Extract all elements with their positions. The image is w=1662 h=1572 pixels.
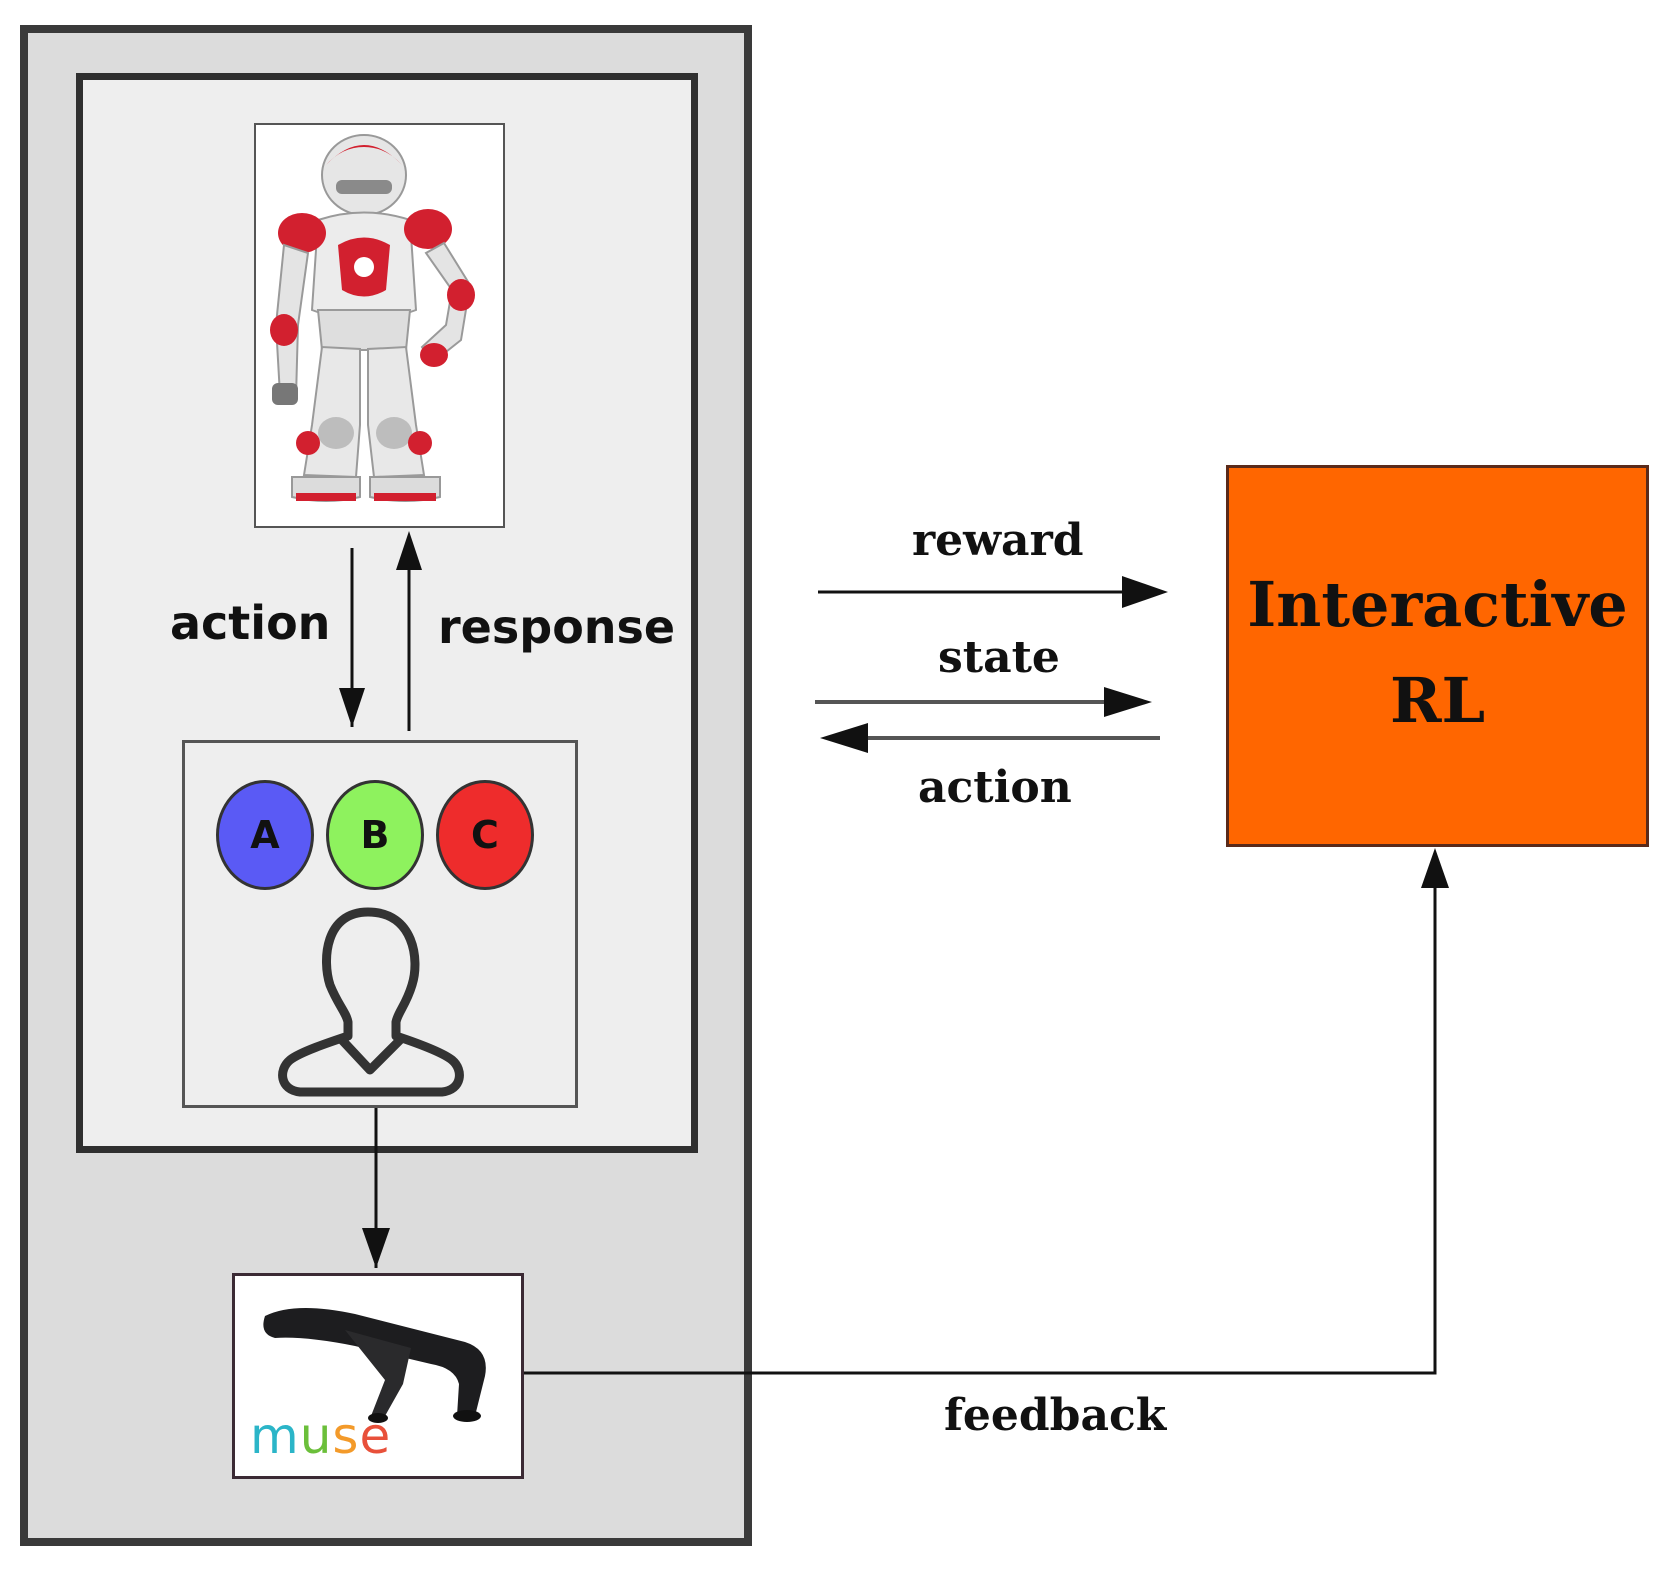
muse-logo-letter: e [359,1407,392,1465]
edge-label-rl-action: action [918,762,1072,813]
muse-logo-letter: u [299,1407,333,1465]
muse-logo-letter: s [332,1407,360,1465]
reward-arrowhead [1122,576,1168,608]
edge-label-reward: reward [912,515,1084,566]
edge-label-response: response [438,600,676,654]
response-arrowhead-up [396,531,422,570]
rl-box-label-line2: RL [1389,664,1486,737]
button-b-label: B [360,813,390,857]
robot-picture [254,123,505,528]
edge-label-state: state [938,632,1060,683]
eeg-headband-icon [263,1307,486,1423]
edge-label-action: action [170,596,331,650]
edge-label-feedback: feedback [944,1390,1167,1441]
action-arrowhead-down [339,688,365,727]
user-to-muse-arrowhead [362,1228,390,1268]
user-icon [278,907,464,1097]
button-a-label: A [250,813,280,857]
rl-box-label-line1: Interactive [1247,568,1628,641]
rl-action-arrowhead [820,723,868,753]
button-b: B [326,780,424,890]
button-c-label: C [471,813,499,857]
state-arrowhead [1104,687,1152,717]
robot-icon [270,134,475,502]
button-a: A [216,780,314,890]
muse-headband-picture [232,1273,524,1479]
button-c: C [436,780,534,890]
feedback-arrowhead [1421,848,1449,888]
interactive-rl-box [1226,465,1649,847]
muse-logo: muse [250,1407,391,1465]
muse-logo-letter: m [250,1407,300,1465]
